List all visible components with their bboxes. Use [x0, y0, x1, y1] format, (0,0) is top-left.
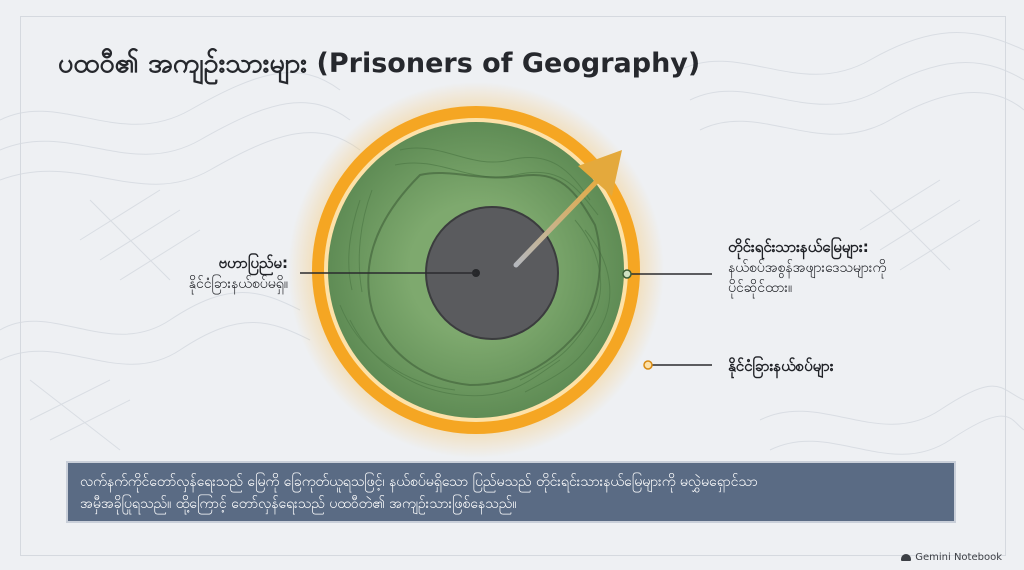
heartland-heading: ဗဟာပြည်မ: [218, 254, 288, 272]
gemini-logo-icon [901, 554, 912, 561]
foreign-borders-heading: နိုင်ငံခြားနယ်စပ်များ [728, 357, 834, 375]
page-frame [20, 16, 1006, 556]
green-marker [622, 269, 632, 279]
border-marker [643, 360, 653, 370]
ethnic-territories-heading: တိုင်းရင်းသားနယ်မြေများ: [728, 238, 869, 256]
ethnic-territories-text-2: ပိုင်ဆိုင်ထား။ [728, 280, 793, 296]
heartland-label: ဗဟာပြည်မ: နိုင်ငံခြားနယ်စပ်မရှိ။ [189, 252, 288, 294]
heartland-text: နိုင်ငံခြားနယ်စပ်မရှိ။ [188, 276, 288, 292]
ethnic-territories-text-1: နယ်စပ်အစွန်အဖျားဒေသများကို [728, 260, 887, 276]
north-east-arrow-icon [513, 150, 622, 268]
caption-box: လက်နက်ကိုင်တော်လှန်ရေးသည် မြေကို ခြေကုတ်… [66, 461, 956, 523]
ethnic-territories-label: တိုင်းရင်းသားနယ်မြေများ: နယ်စပ်အစွန်အဖျာ… [728, 236, 886, 298]
foreign-borders-label: နိုင်ငံခြားနယ်စပ်များ [728, 355, 834, 377]
watermark: Gemini Notebook [901, 552, 1002, 563]
watermark-text: Gemini Notebook [915, 552, 1002, 563]
terrain-contours [339, 147, 611, 397]
caption-line-1: လက်နက်ကိုင်တော်လှန်ရေးသည် မြေကို ခြေကုတ်… [80, 474, 758, 490]
page-title: ပထဝီ၏ အကျဉ်းသားများ (Prisoners of Geogra… [58, 48, 701, 79]
territory-boundary [367, 172, 601, 387]
caption-line-2: အမှီအခိုပြုရသည်။ ထို့ကြောင့် တော်လှန်ရေး… [80, 496, 517, 512]
